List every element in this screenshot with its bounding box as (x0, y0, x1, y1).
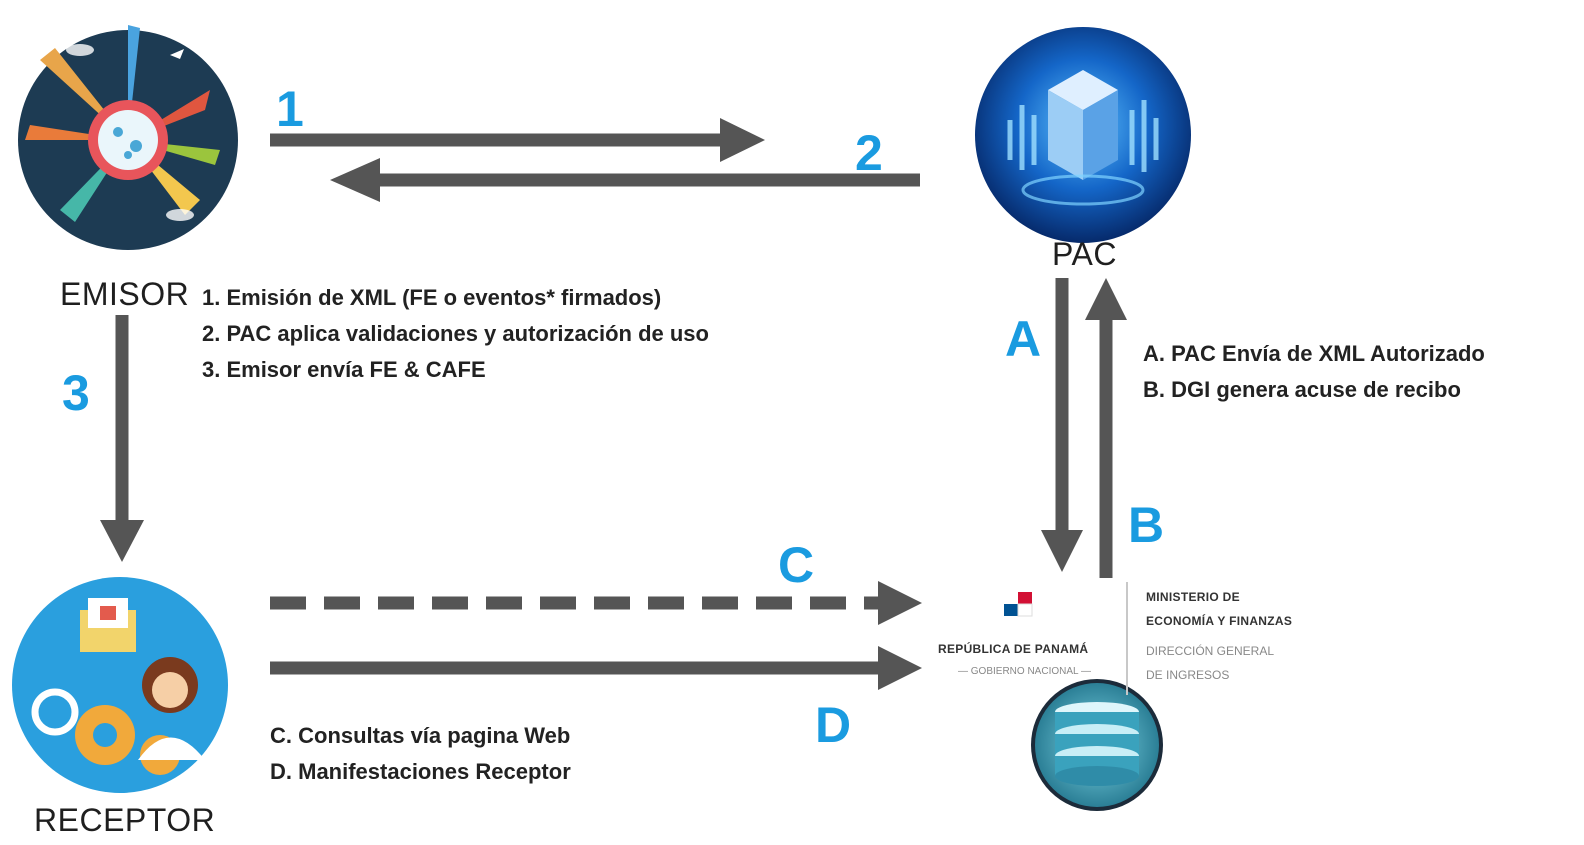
pac-note-b: B. DGI genera acuse de recibo (1143, 377, 1461, 402)
step-3-label: 3 (62, 365, 90, 421)
arrow-a (1041, 278, 1083, 572)
receptor-label: RECEPTOR (34, 802, 216, 838)
database-icon (1031, 679, 1163, 811)
pac-icon (975, 27, 1191, 243)
emisor-notes: 1. Emisión de XML (FE o eventos* firmado… (202, 280, 709, 388)
receptor-notes: C. Consultas vía pagina Web D. Manifesta… (270, 718, 571, 790)
receptor-icon (12, 577, 228, 793)
step-d-label: D (815, 697, 852, 753)
step-1-label: 1 (276, 81, 304, 137)
step-c-label: C (778, 537, 815, 593)
pac-label: PAC (1052, 236, 1117, 272)
emisor-icon (18, 25, 238, 250)
emisor-note-2: 2. PAC aplica validaciones y autorizació… (202, 321, 709, 346)
arrow-2 (330, 158, 920, 202)
arrow-c (270, 581, 922, 625)
step-2-label: 2 (855, 125, 883, 181)
step-a-label: A (1005, 311, 1042, 367)
emisor-note-1: 1. Emisión de XML (FE o eventos* firmado… (202, 285, 662, 310)
pac-notes: A. PAC Envía de XML Autorizado B. DGI ge… (1143, 336, 1485, 408)
arrow-b (1085, 278, 1127, 578)
arrow-d (270, 646, 922, 690)
arrow-3 (100, 315, 144, 562)
receptor-note-d: D. Manifestaciones Receptor (270, 759, 571, 784)
emisor-note-3: 3. Emisor envía FE & CAFE (202, 357, 486, 382)
panama-flag-icon (1004, 592, 1033, 617)
ministerio-line-2: ECONOMÍA Y FINANZAS (1146, 614, 1293, 628)
ministerio-line-1: MINISTERIO DE (1146, 590, 1240, 604)
step-b-label: B (1128, 497, 1165, 553)
pac-note-a: A. PAC Envía de XML Autorizado (1143, 341, 1485, 366)
republica-label: REPÚBLICA DE PANAMÁ (938, 642, 1089, 656)
direccion-line-1: DIRECCIÓN GENERAL (1146, 644, 1275, 658)
gobierno-label: — GOBIERNO NACIONAL — (958, 666, 1091, 677)
arrow-1 (270, 118, 765, 162)
emisor-label: EMISOR (60, 276, 190, 312)
direccion-line-2: DE INGRESOS (1146, 668, 1230, 682)
receptor-note-c: C. Consultas vía pagina Web (270, 723, 571, 748)
